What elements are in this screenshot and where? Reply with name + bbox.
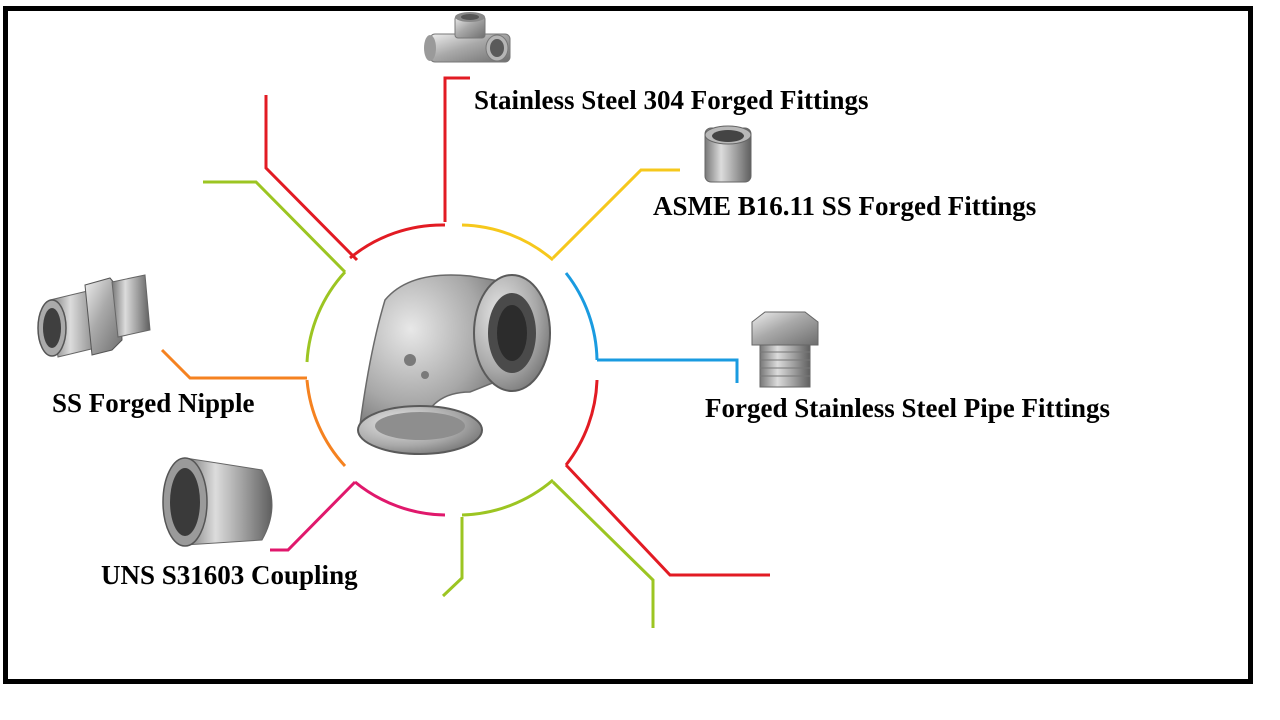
label-asme-b16-11-ss-forged-fittings: ASME B16.11 SS Forged Fittings [653, 191, 1037, 221]
reducing-coupling-icon [162, 457, 273, 547]
galvanized-elbow-icon [357, 274, 551, 455]
connector-blue [597, 358, 739, 383]
connector-orange [160, 348, 307, 380]
ring-arc-magenta [354, 480, 446, 517]
hex-nipple-icon [37, 274, 151, 358]
ring-arc-green-left [305, 270, 347, 363]
connector-yellow [551, 168, 680, 260]
forged-tee-icon [424, 12, 511, 63]
connector-green-bottom [441, 517, 464, 598]
ring-arc-green-bottom [461, 478, 554, 517]
connector-green-upper-left [203, 180, 347, 274]
label-ss-forged-nipple: SS Forged Nipple [52, 388, 255, 418]
ring-arc-red-top [349, 223, 446, 260]
label-stainless-steel-304-forged-fittings: Stainless Steel 304 Forged Fittings [474, 85, 869, 115]
connector-red-upper-left [264, 95, 359, 262]
connector-red-lower-right [564, 463, 770, 577]
ring-arc-orange [305, 379, 347, 468]
hex-plug-icon [751, 311, 819, 388]
ring-arc-yellow [461, 223, 554, 262]
ring-arc-red-right [564, 379, 599, 466]
connector-magenta [270, 480, 357, 552]
connector-green-lower-right [551, 480, 655, 628]
connector-red-top [443, 76, 470, 222]
diagram-frame [3, 6, 1253, 684]
label-uns-s31603-coupling: UNS S31603 Coupling [101, 560, 358, 590]
half-coupling-icon [704, 125, 752, 183]
label-forged-stainless-steel-pipe-fittings: Forged Stainless Steel Pipe Fittings [705, 393, 1110, 423]
ring-arc-blue [564, 272, 599, 361]
